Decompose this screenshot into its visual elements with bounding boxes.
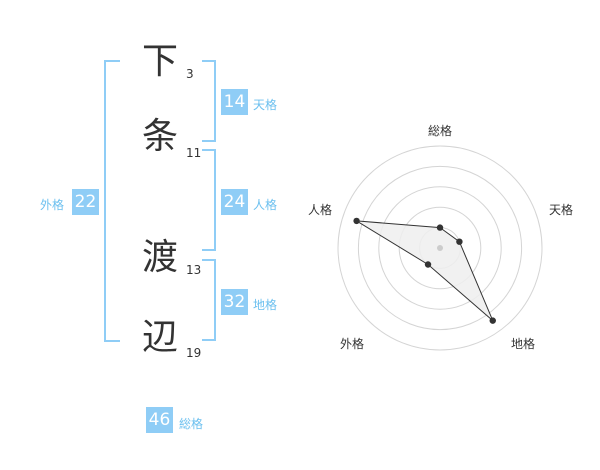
radar-axis-label-soukaku: 総格 [428, 124, 453, 138]
chikaku-bracket [202, 259, 216, 341]
name-char-1: 下 [142, 41, 179, 82]
chikaku-label: 地格 [253, 298, 278, 312]
radar-point-gaikaku [424, 261, 432, 268]
chikaku-badge: 32 [221, 289, 248, 315]
stroke-count-1: 3 [186, 67, 194, 81]
tenkaku-badge: 14 [221, 89, 248, 115]
radar-axis-label-gaikaku: 外格 [340, 337, 365, 351]
radar-center-dot [437, 245, 443, 251]
radar-point-tenkaku [456, 238, 463, 245]
name-char-4: 辺 [142, 317, 179, 358]
name-char-2: 条 [142, 116, 179, 157]
radar-grid-ring [357, 165, 523, 331]
radar-axis-label-tenkaku: 天格 [549, 203, 574, 217]
radar-point-soukaku [436, 224, 444, 231]
jinkaku-badge: 24 [221, 189, 248, 215]
radar-grid-ring [378, 186, 502, 310]
radar-point-jinkaku [353, 217, 360, 225]
stroke-count-4: 19 [186, 346, 202, 360]
stroke-count-2: 11 [186, 146, 202, 160]
jinkaku-label: 人格 [253, 198, 278, 212]
radar-axis-label-chikaku: 地格 [511, 337, 536, 351]
radar-axis-label-jinkaku: 人格 [308, 203, 333, 217]
soukaku-label: 総格 [179, 417, 204, 431]
gaikaku-label: 外格 [40, 198, 65, 212]
gaikaku-bracket [104, 60, 120, 342]
radar-series-polygon [356, 220, 494, 321]
radar-grid-ring [337, 145, 543, 351]
tenkaku-bracket [202, 60, 216, 142]
name-char-3: 渡 [142, 237, 179, 278]
radar-grid-ring [398, 206, 482, 290]
jinkaku-bracket [202, 149, 216, 251]
gaikaku-badge: 22 [72, 189, 99, 215]
radar-point-chikaku [489, 317, 496, 324]
tenkaku-label: 天格 [253, 98, 278, 112]
stroke-count-3: 13 [186, 263, 202, 277]
soukaku-badge: 46 [146, 407, 173, 433]
